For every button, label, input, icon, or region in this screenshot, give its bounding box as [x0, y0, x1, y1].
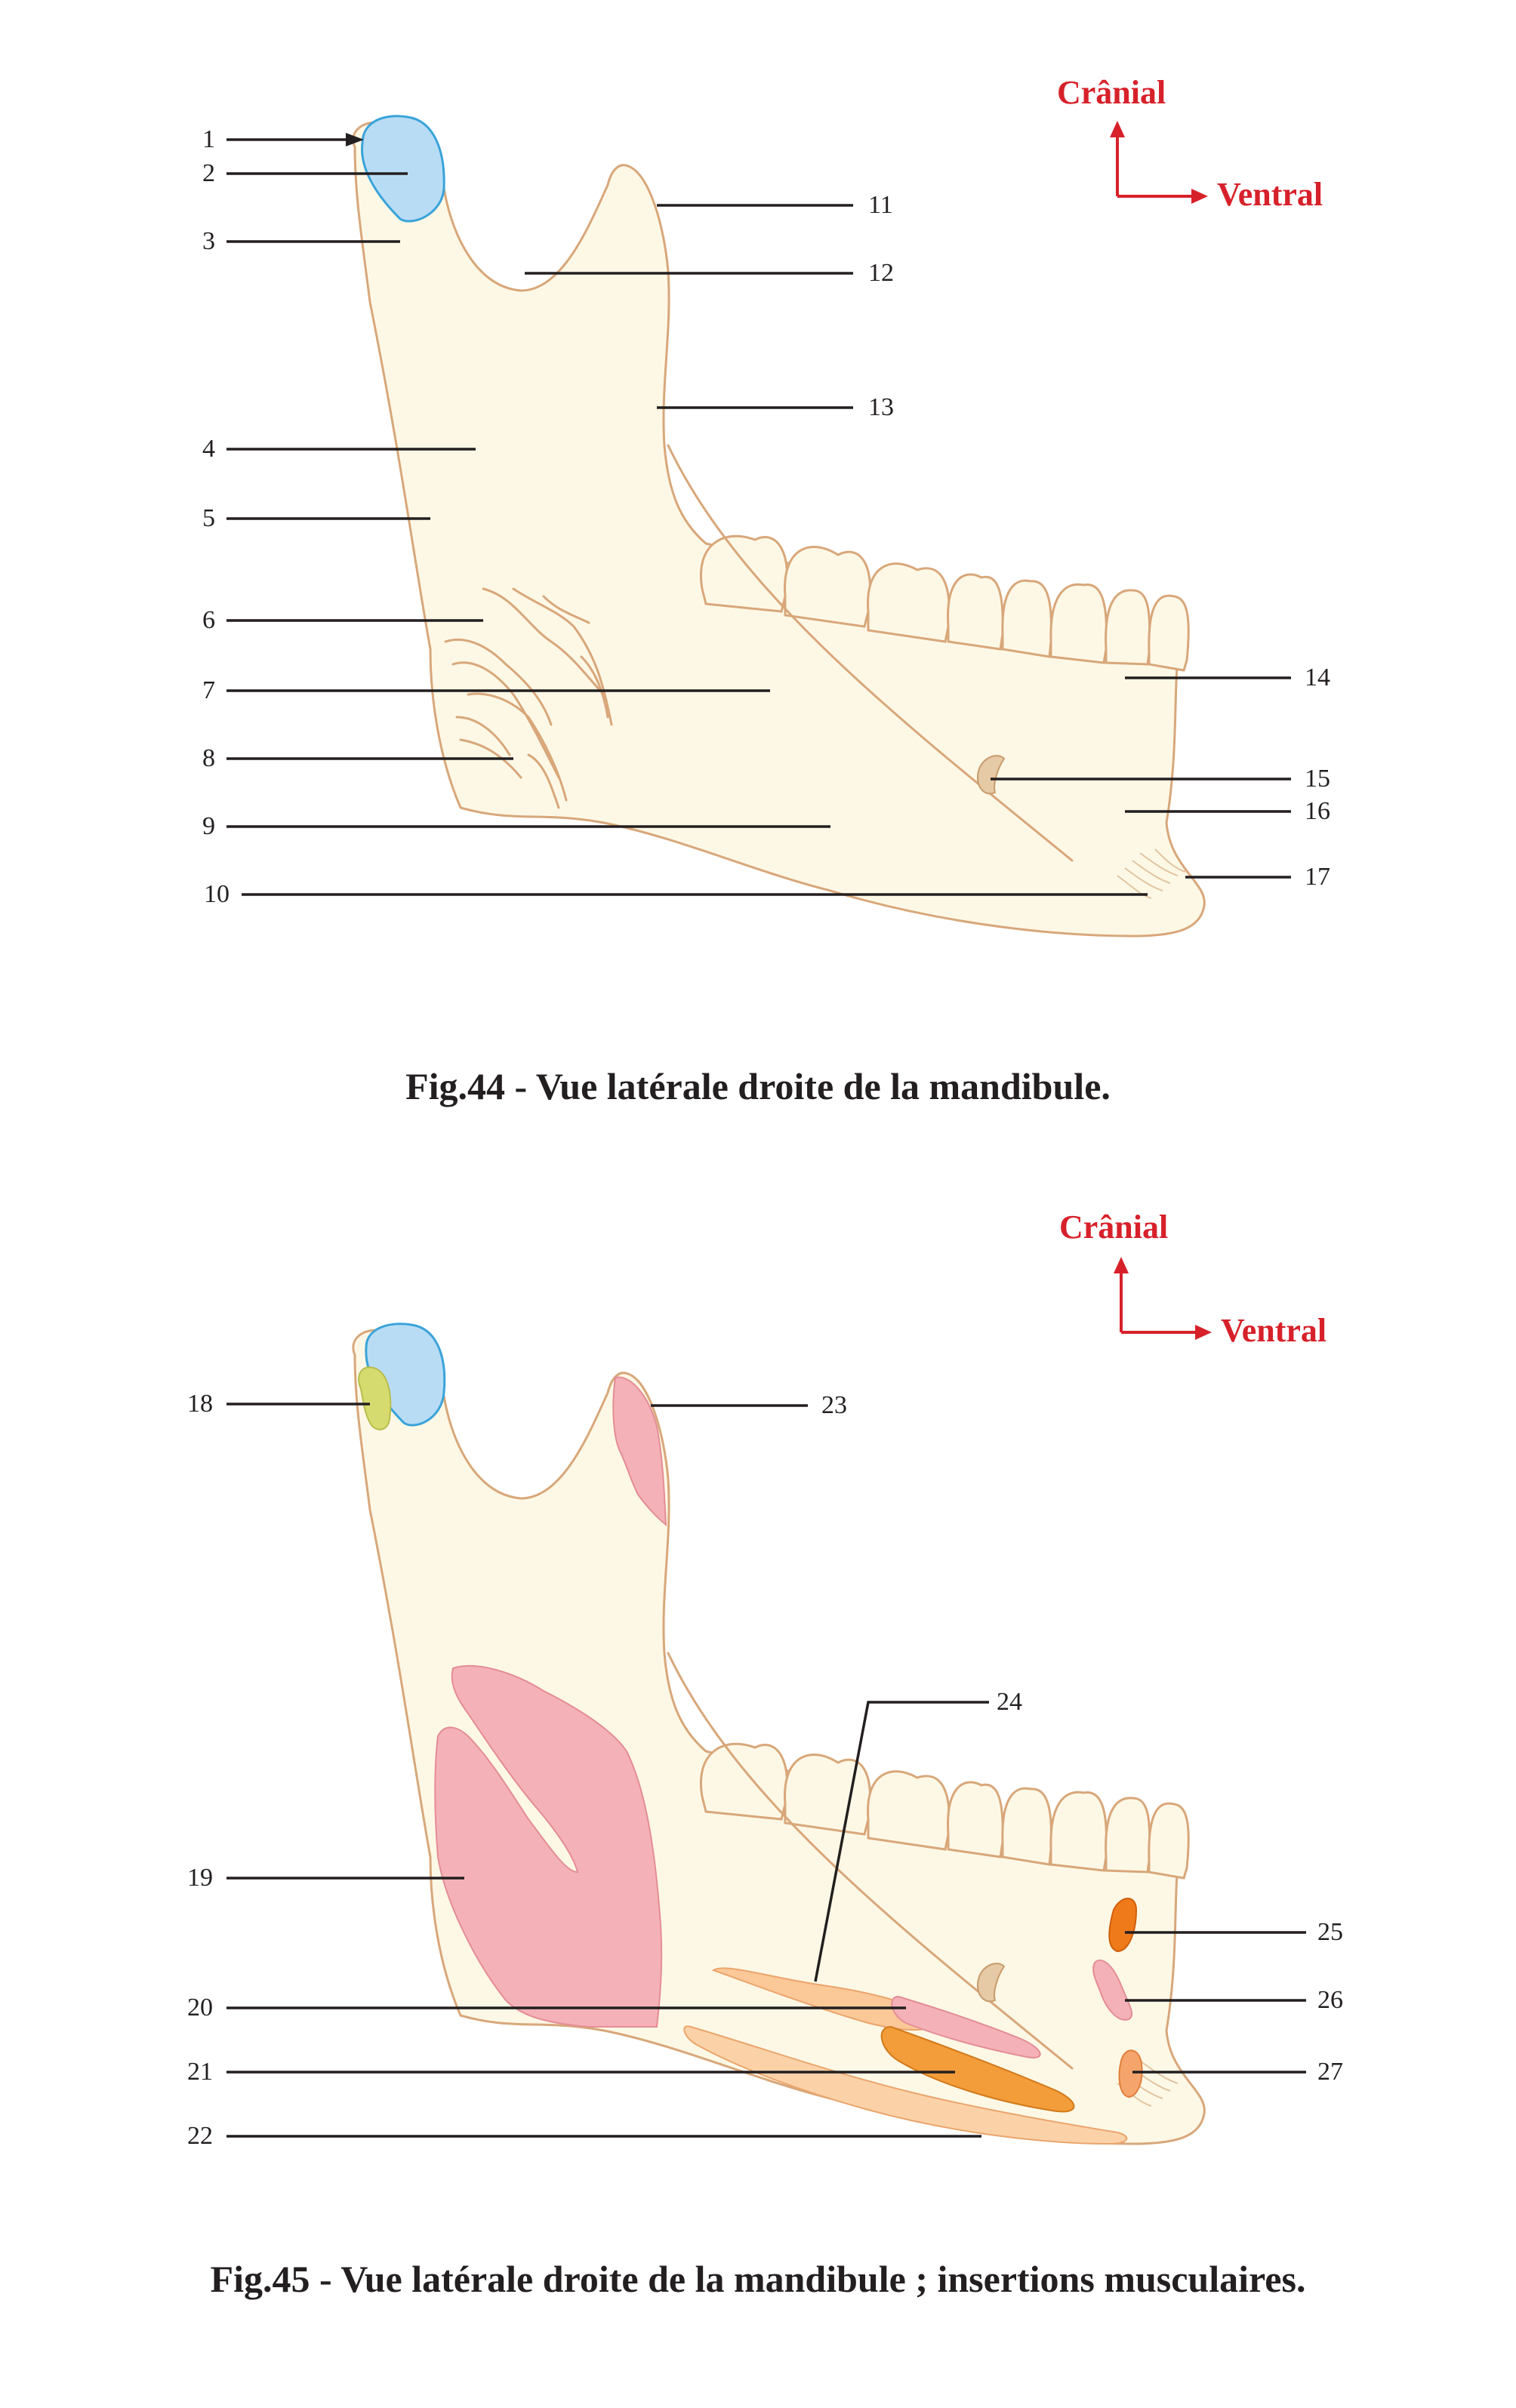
label-8: 8 — [202, 744, 215, 772]
direction-indicator: Crânial Ventral — [1057, 74, 1323, 213]
pointer-arrow-icon — [346, 133, 364, 146]
label-20: 20 — [187, 1994, 213, 2022]
label-5: 5 — [202, 504, 215, 532]
mental-foramen-2 — [976, 1963, 1006, 2003]
insertion-pink-masseter — [434, 1664, 663, 2028]
fig45-labels: 18 19 20 21 22 23 24 25 26 27 — [187, 1390, 1343, 2150]
ventral-arrow-icon — [1191, 189, 1208, 204]
direction-indicator-2: Crânial Ventral — [1059, 1209, 1326, 1349]
insertion-dark-orange-25 — [1108, 1898, 1138, 1953]
insertion-light-orange-22 — [683, 2025, 1128, 2145]
insertion-pink-26 — [1092, 1959, 1133, 2021]
label-6: 6 — [202, 606, 215, 634]
mandible-outline — [352, 121, 1206, 938]
insertion-yellow-area — [358, 1366, 392, 1430]
figure-45: Crânial Ventral — [187, 1209, 1343, 2150]
label-12: 12 — [868, 259, 894, 287]
cranial-arrow-icon — [1114, 1257, 1129, 1273]
ventral-arrow-icon — [1195, 1325, 1212, 1340]
label-23: 23 — [821, 1391, 847, 1419]
figure-45-caption: Fig.45 - Vue latérale droite de la mandi… — [210, 2258, 1306, 2300]
label-2: 2 — [202, 159, 215, 187]
cranial-label-2: Crânial — [1059, 1209, 1168, 1246]
figure-44: Crânial Ventral — [202, 74, 1330, 938]
oblique-line — [667, 444, 1074, 862]
label-16: 16 — [1305, 797, 1330, 825]
mental-foramen — [976, 755, 1006, 795]
label-26: 26 — [1317, 1986, 1343, 2014]
label-24: 24 — [997, 1688, 1022, 1716]
label-4: 4 — [202, 435, 215, 463]
label-1: 1 — [202, 125, 215, 153]
fig44-labels: 1 2 3 4 5 6 7 8 9 10 11 12 13 14 15 16 1… — [202, 125, 1330, 908]
cranial-label: Crânial — [1057, 74, 1166, 111]
oblique-line-2 — [667, 1652, 1074, 2070]
figure-44-caption: Fig.44 - Vue latérale droite de la mandi… — [405, 1065, 1111, 1107]
label-3: 3 — [202, 227, 215, 255]
label-27: 27 — [1317, 2058, 1343, 2086]
label-17: 17 — [1305, 863, 1330, 891]
label-14: 14 — [1305, 664, 1330, 691]
ventral-label: Ventral — [1217, 176, 1323, 213]
label-22: 22 — [187, 2122, 213, 2150]
insertion-orange-21 — [880, 2025, 1075, 2113]
masseteric-ridges — [444, 587, 613, 809]
mental-protuberance — [1117, 848, 1186, 899]
label-25: 25 — [1317, 1918, 1343, 1946]
label-19: 19 — [187, 1864, 213, 1892]
label-11: 11 — [868, 191, 893, 219]
fig44-leaders — [226, 133, 1291, 896]
insertion-orange-27 — [1118, 2049, 1143, 2099]
label-18: 18 — [187, 1390, 213, 1418]
ventral-label-2: Ventral — [1221, 1312, 1326, 1349]
articular-surface — [361, 115, 445, 223]
label-21: 21 — [187, 2058, 213, 2086]
insertion-pink-20 — [891, 1995, 1041, 2059]
cranial-arrow-icon — [1110, 121, 1125, 137]
label-9: 9 — [202, 812, 215, 840]
label-15: 15 — [1305, 765, 1330, 793]
label-13: 13 — [868, 393, 894, 421]
mandible-outline-2 — [352, 1329, 1206, 2145]
label-10: 10 — [204, 880, 230, 908]
insertion-pink-coronoid — [612, 1376, 667, 1527]
label-7: 7 — [202, 676, 215, 704]
fig45-leaders — [226, 1403, 1306, 2138]
